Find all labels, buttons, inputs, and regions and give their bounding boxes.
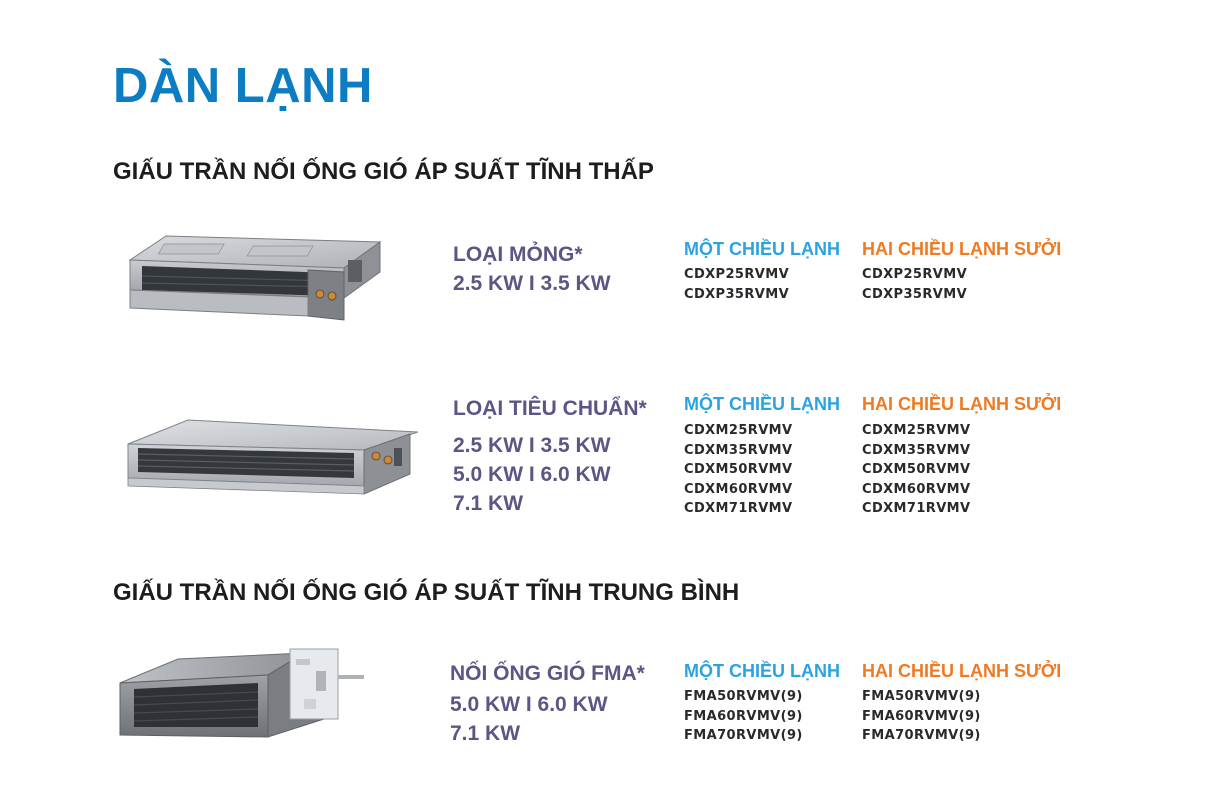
heat-pump-column: HAI CHIỀU LẠNH SƯỞI FMA50RVMV(9) FMA60RV… xyxy=(862,658,1082,746)
model-code: FMA50RVMV(9) xyxy=(862,689,981,704)
cooling-only-header: MỘT CHIỀU LẠNH xyxy=(684,239,840,259)
model-code: CDXM71RVMV xyxy=(684,501,793,516)
ducted-unit-slim-image xyxy=(128,235,382,321)
cooling-only-column: MỘT CHIỀU LẠNH FMA50RVMV(9) FMA60RVMV(9)… xyxy=(684,658,904,746)
page-title: DÀN LẠNH xyxy=(113,59,373,113)
product-standard: LOẠI TIÊU CHUẨN* 2.5 KW Ι 3.5 KW 5.0 KW … xyxy=(0,390,1207,540)
capacity-line: 2.5 KW Ι 3.5 KW xyxy=(453,272,611,295)
section-title-medium-static: GIẤU TRẦN NỐI ỐNG GIÓ ÁP SUẤT TĨNH TRUNG… xyxy=(113,579,740,606)
capacity-line: 2.5 KW Ι 3.5 KW xyxy=(453,434,611,457)
heat-pump-header: HAI CHIỀU LẠNH SƯỞI xyxy=(862,394,1062,414)
capacity-line: 7.1 KW xyxy=(453,492,524,515)
model-code: CDXM60RVMV xyxy=(684,481,793,497)
product-info: LOẠI MỎNG* 2.5 KW Ι 3.5 KW xyxy=(453,240,683,298)
product-slim: LOẠI MỎNG* 2.5 KW Ι 3.5 KW MỘT CHIỀU LẠN… xyxy=(0,220,1207,360)
heat-pump-header: HAI CHIỀU LẠNH SƯỞI xyxy=(862,239,1062,259)
model-code: CDXP25RVMV xyxy=(862,267,968,282)
model-code: CDXM50RVMV xyxy=(684,462,793,477)
product-info: LOẠI TIÊU CHUẨN* 2.5 KW Ι 3.5 KW 5.0 KW … xyxy=(453,394,683,518)
product-info: NỐI ỐNG GIÓ FMA* 5.0 KW Ι 6.0 KW 7.1 KW xyxy=(450,659,680,748)
model-code: CDXM35RVMV xyxy=(862,442,971,458)
model-code: CDXM25RVMV xyxy=(684,423,793,438)
heat-pump-column: HAI CHIỀU LẠNH SƯỞI CDXP25RVMV CDXP35RVM… xyxy=(862,236,1082,304)
model-code: CDXM35RVMV xyxy=(684,442,793,458)
ducted-unit-fma-image xyxy=(119,648,364,738)
model-code: FMA70RVMV(9) xyxy=(684,728,803,743)
model-code: CDXP35RVMV xyxy=(862,286,968,302)
product-type-name: NỐI ỐNG GIÓ FMA* xyxy=(450,662,645,685)
cooling-only-column: MỘT CHIỀU LẠNH CDXM25RVMV CDXM35RVMV CDX… xyxy=(684,391,904,519)
cooling-only-column: MỘT CHIỀU LẠNH CDXP25RVMV CDXP35RVMV xyxy=(684,236,904,304)
model-code: FMA60RVMV(9) xyxy=(862,708,981,724)
model-code: FMA50RVMV(9) xyxy=(684,689,803,704)
product-type-name: LOẠI TIÊU CHUẨN* xyxy=(453,397,647,420)
product-fma: NỐI ỐNG GIÓ FMA* 5.0 KW Ι 6.0 KW 7.1 KW … xyxy=(0,645,1207,765)
product-type-name: LOẠI MỎNG* xyxy=(453,243,583,266)
heat-pump-header: HAI CHIỀU LẠNH SƯỞI xyxy=(862,661,1062,681)
model-code: CDXM50RVMV xyxy=(862,462,971,477)
section-title-low-static: GIẤU TRẦN NỐI ỐNG GIÓ ÁP SUẤT TĨNH THẤP xyxy=(113,158,654,185)
model-code: FMA60RVMV(9) xyxy=(684,708,803,724)
capacity-line: 5.0 KW Ι 6.0 KW xyxy=(453,463,611,486)
capacity-line: 5.0 KW Ι 6.0 KW xyxy=(450,693,608,716)
cooling-only-header: MỘT CHIỀU LẠNH xyxy=(684,394,840,414)
capacity-line: 7.1 KW xyxy=(450,722,521,745)
model-code: CDXP35RVMV xyxy=(684,286,790,302)
model-code: CDXM71RVMV xyxy=(862,501,971,516)
model-code: CDXP25RVMV xyxy=(684,267,790,282)
heat-pump-column: HAI CHIỀU LẠNH SƯỞI CDXM25RVMV CDXM35RVM… xyxy=(862,391,1082,519)
model-code: FMA70RVMV(9) xyxy=(862,728,981,743)
ducted-unit-standard-image xyxy=(127,419,418,495)
cooling-only-header: MỘT CHIỀU LẠNH xyxy=(684,661,840,681)
model-code: CDXM25RVMV xyxy=(862,423,971,438)
model-code: CDXM60RVMV xyxy=(862,481,971,497)
